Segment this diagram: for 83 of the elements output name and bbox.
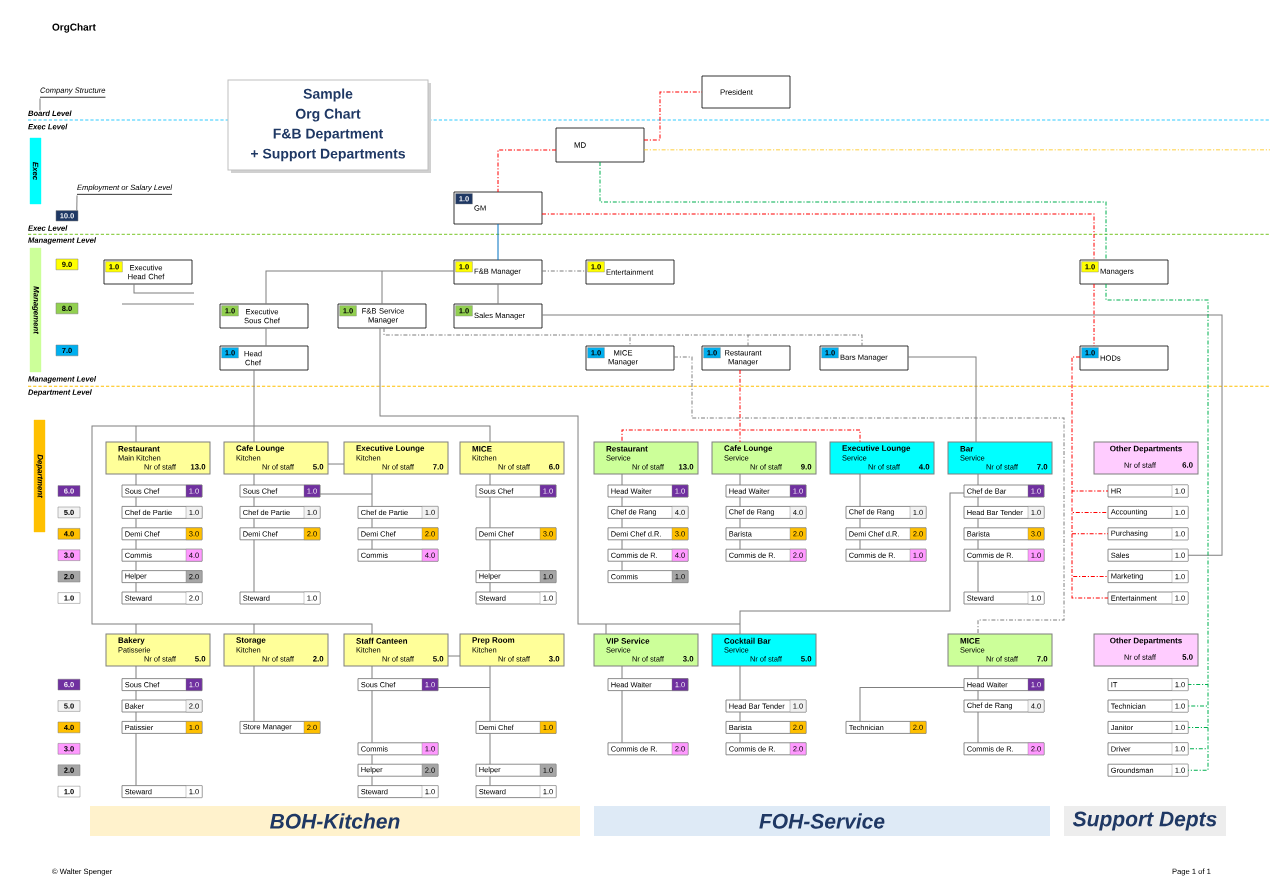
section-band: FOH-Service (594, 806, 1050, 836)
connector (739, 732, 741, 744)
connector (135, 539, 137, 550)
connector (371, 690, 373, 744)
connector (739, 665, 741, 701)
connector (977, 560, 979, 593)
connector (327, 463, 345, 465)
connector (541, 270, 587, 272)
connector (135, 732, 137, 787)
connector (621, 690, 623, 744)
connector (437, 665, 491, 722)
connector (497, 283, 499, 305)
connector (621, 560, 623, 572)
connector (497, 223, 499, 261)
connector (253, 496, 255, 507)
connector (977, 690, 979, 701)
connector (621, 517, 623, 529)
connector (541, 314, 1223, 556)
connector (643, 149, 1270, 151)
connector (135, 560, 137, 572)
connector (379, 327, 965, 635)
connector (739, 539, 741, 550)
connector (135, 711, 137, 722)
connector (489, 775, 491, 787)
connector (621, 539, 623, 550)
connector (253, 473, 255, 486)
connector (135, 496, 137, 507)
connector (859, 687, 965, 722)
connector (447, 655, 461, 657)
connector (1071, 356, 1109, 599)
connector (489, 732, 491, 765)
connector (859, 517, 861, 529)
connector (489, 582, 491, 593)
connector (253, 517, 255, 529)
connector (643, 91, 703, 141)
section-band: BOH-Kitchen (90, 806, 580, 836)
connector (621, 473, 623, 486)
connector (489, 539, 491, 572)
connector (253, 539, 255, 593)
leader-line (76, 195, 78, 212)
connector (135, 690, 137, 701)
connector (91, 369, 491, 635)
connector (739, 496, 741, 507)
connector (133, 283, 195, 294)
connector (673, 356, 1065, 635)
connector (371, 517, 373, 529)
connector (739, 473, 741, 486)
connector (739, 711, 741, 722)
connector (977, 496, 979, 507)
connector (371, 775, 373, 787)
connector (135, 582, 137, 593)
section-band: Support Depts (1064, 806, 1226, 836)
connector (371, 665, 373, 680)
connector (135, 665, 137, 680)
connector (541, 213, 1095, 261)
connector (907, 356, 977, 443)
connector (319, 473, 373, 507)
connector (253, 665, 255, 722)
connector (371, 539, 373, 550)
connector (135, 517, 137, 529)
connector (621, 496, 623, 507)
connector (1105, 283, 1209, 771)
leader-line (39, 97, 41, 111)
connector (599, 161, 1107, 261)
connector (497, 149, 557, 193)
connector (621, 665, 623, 680)
connector (489, 473, 491, 486)
connector (977, 473, 979, 486)
connector (265, 270, 455, 305)
connector (621, 369, 861, 443)
connector (977, 517, 979, 529)
connector (859, 473, 861, 507)
connector (371, 754, 373, 765)
connector (135, 473, 137, 486)
connector (977, 711, 979, 744)
connector (739, 517, 741, 529)
connector (489, 496, 491, 529)
connector (265, 327, 267, 347)
connector (383, 327, 863, 347)
connector (1093, 283, 1095, 347)
connector (859, 539, 861, 550)
connector (977, 665, 979, 680)
connector (977, 539, 979, 550)
